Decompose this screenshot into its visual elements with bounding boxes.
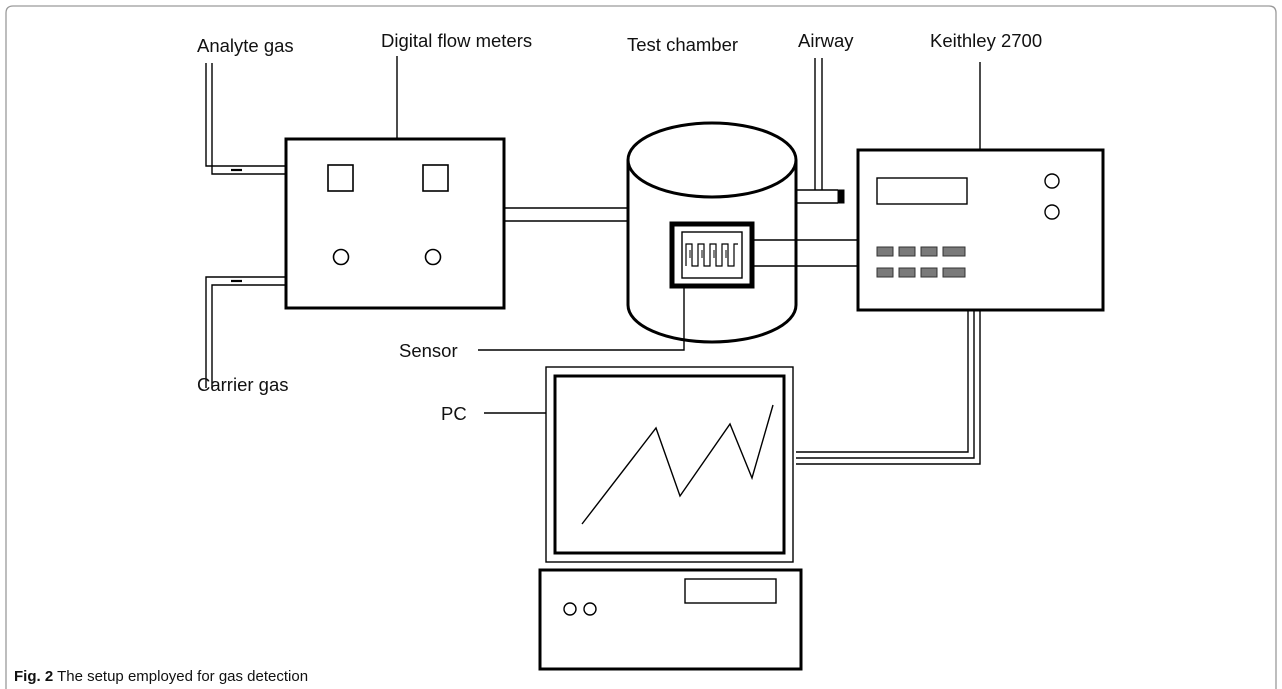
flow-to-chamber-pipe <box>504 207 628 222</box>
label-pc: PC <box>441 403 467 424</box>
analyte-gas-inlet <box>205 63 286 175</box>
pc-button-1 <box>563 602 577 616</box>
flow-meter-knob-1 <box>332 248 350 266</box>
figure-border <box>5 5 1277 689</box>
pc-base-unit <box>538 568 803 671</box>
airway-pipe <box>796 58 845 204</box>
flow-meter-display-2 <box>422 164 449 192</box>
test-chamber <box>626 121 798 344</box>
label-airway: Airway <box>798 30 854 51</box>
flow-meter-display-1 <box>327 164 354 192</box>
figure-caption-text: The setup employed for gas detection <box>53 668 308 685</box>
label-keithley: Keithley 2700 <box>930 30 1042 51</box>
pc-monitor <box>545 366 794 563</box>
keithley-display <box>876 177 968 205</box>
keithley-knob-1 <box>1044 173 1060 189</box>
label-test-chamber: Test chamber <box>627 34 738 55</box>
label-flow-meters: Digital flow meters <box>381 30 532 51</box>
label-analyte-gas: Analyte gas <box>197 35 294 56</box>
sensor <box>669 221 755 289</box>
label-sensor: Sensor <box>399 340 458 361</box>
pc-response-curve <box>581 404 774 525</box>
pc-drive-slot <box>684 578 777 604</box>
keithley-knob-2 <box>1044 204 1060 220</box>
keithley-buttons <box>876 246 966 278</box>
sensor-leads <box>752 239 858 267</box>
figure-caption-prefix: Fig. 2 <box>14 668 53 685</box>
flow-meter-knob-2 <box>424 248 442 266</box>
sensor-pointer <box>478 286 685 351</box>
pc-button-2 <box>583 602 597 616</box>
label-carrier-gas: Carrier gas <box>197 374 289 395</box>
flow-meter-unit <box>284 137 506 310</box>
keithley-meter <box>856 148 1105 312</box>
figure-caption: Fig. 2 The setup employed for gas detect… <box>14 668 308 685</box>
keithley-pc-cable <box>796 310 981 465</box>
carrier-gas-inlet <box>205 276 286 388</box>
